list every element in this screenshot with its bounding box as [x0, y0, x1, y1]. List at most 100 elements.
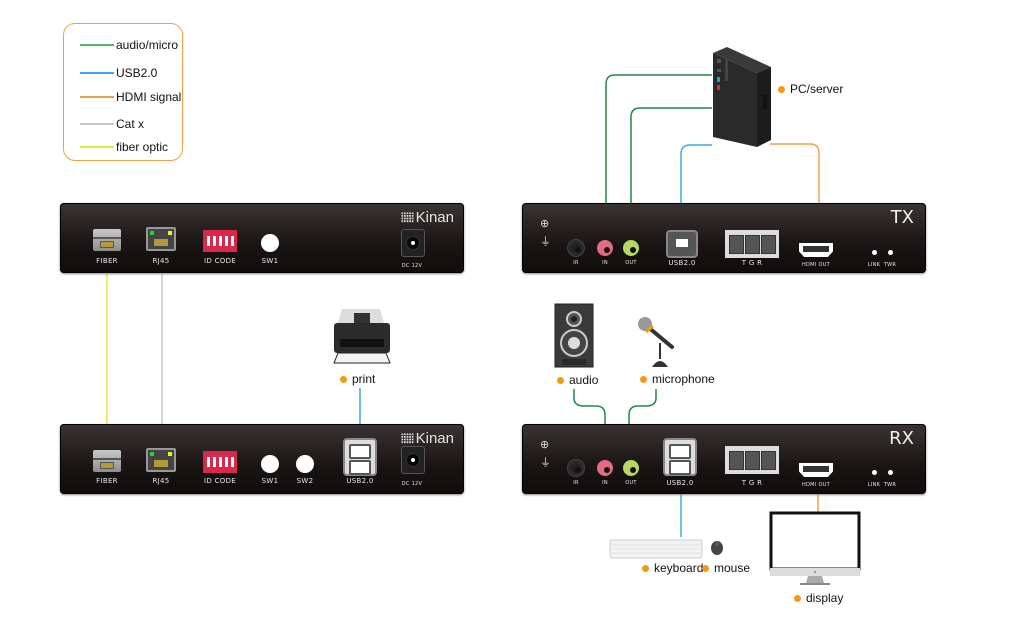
bullet-icon — [778, 85, 785, 93]
link-led — [872, 470, 877, 475]
id-code-switch[interactable] — [203, 451, 237, 473]
audio-out-jack[interactable] — [623, 240, 639, 256]
legend-item-fiber: fiber optic — [80, 140, 168, 154]
ir-jack[interactable] — [568, 460, 584, 476]
legend-item-audio: audio/micro — [80, 38, 178, 52]
tx-unit: TX ⊕ ⏚ IR IN OUT USB2.0 T G R HDMI OUT L… — [522, 203, 926, 273]
link-label: LINK — [867, 482, 881, 488]
keyboard-icon — [609, 539, 703, 559]
logo-grid-icon — [400, 433, 414, 444]
logo-grid-icon — [400, 212, 414, 223]
tgr-terminal[interactable] — [725, 446, 779, 474]
dc-power-label: DC 12V — [401, 263, 423, 269]
bullet-icon — [640, 375, 647, 383]
fiber-port[interactable] — [93, 450, 121, 472]
plus-icon: ⊕ — [540, 439, 550, 451]
rj45-port-label: RJ45 — [152, 257, 170, 265]
hdmi-out-label: HDMI OUT — [801, 482, 831, 488]
usb2-label: USB2.0 — [666, 479, 694, 487]
bullet-icon — [642, 564, 649, 572]
twr-label: TWR — [883, 262, 897, 268]
tgr-label: T G R — [741, 479, 763, 487]
rj45-port[interactable] — [146, 227, 176, 251]
legend: audio/micro USB2.0 HDMI signal Cat x fib… — [63, 23, 183, 161]
tx-title: TX — [890, 207, 914, 228]
audio-out-label: OUT — [625, 480, 637, 486]
usb2-dual-port[interactable] — [663, 438, 697, 476]
legend-label: Cat x — [116, 117, 145, 131]
bullet-icon — [702, 564, 709, 572]
dc-power-label: DC 12V — [401, 481, 423, 487]
bullet-icon — [557, 376, 564, 384]
legend-label: fiber optic — [116, 140, 169, 154]
twr-label: TWR — [883, 482, 897, 488]
twr-led — [888, 250, 893, 255]
id-code-switch[interactable] — [203, 230, 237, 252]
speaker-icon — [554, 303, 594, 368]
hdmi-out-port[interactable] — [799, 243, 833, 257]
audio-in-label: IN — [602, 260, 608, 266]
fiber-port-label: FIBER — [96, 477, 118, 485]
extender-bottom: Kinan FIBER RJ45 ID CODE SW1 SW2 USB2.0 … — [60, 424, 464, 494]
tgr-terminal[interactable] — [725, 230, 779, 258]
pc-audio-in-wire — [605, 74, 712, 205]
pc-server-caption: PC/server — [778, 82, 843, 96]
pc-audio-out-wire — [630, 107, 712, 205]
hdmi-out-port[interactable] — [799, 463, 833, 477]
sw1-button[interactable] — [261, 234, 279, 252]
ir-jack[interactable] — [568, 240, 584, 256]
print-caption: print — [340, 372, 375, 386]
ground-icon: ⏚ — [540, 236, 551, 248]
legend-label: audio/micro — [116, 38, 179, 52]
dc-power-port[interactable] — [401, 446, 425, 474]
caption-text: display — [806, 591, 844, 605]
brand-logo: Kinan — [400, 209, 454, 226]
rj45-port[interactable] — [146, 448, 176, 472]
audio-out-jack[interactable] — [623, 460, 639, 476]
ground-icon: ⏚ — [540, 457, 551, 469]
audio-in-jack[interactable] — [597, 460, 613, 476]
pc-hdmi-wire — [770, 143, 820, 205]
bullet-icon — [794, 594, 801, 602]
twr-led — [888, 470, 893, 475]
mouse-icon — [711, 541, 723, 555]
caption-text: keyboard — [654, 561, 704, 575]
link-led — [872, 250, 877, 255]
pc-usb-wire — [680, 144, 712, 205]
caption-text: PC/server — [790, 82, 844, 96]
microphone-icon — [638, 317, 674, 367]
sw2-button[interactable] — [296, 455, 314, 473]
legend-item-hdmi: HDMI signal — [80, 90, 181, 104]
ir-label: IR — [573, 260, 579, 266]
legend-item-cat: Cat x — [80, 117, 144, 131]
usb2-label: USB2.0 — [346, 477, 374, 485]
audio-out-label: OUT — [625, 260, 637, 266]
caption-text: audio — [569, 373, 599, 387]
sw1-label: SW1 — [261, 257, 279, 265]
microphone-caption: microphone — [640, 372, 715, 386]
id-code-label: ID CODE — [204, 477, 236, 485]
fiber-port[interactable] — [93, 229, 121, 251]
sw1-label: SW1 — [261, 477, 279, 485]
ir-label: IR — [573, 480, 579, 486]
fiber-port-label: FIBER — [96, 257, 118, 265]
legend-label: HDMI signal — [116, 90, 182, 104]
display-icon — [769, 511, 861, 585]
brand-name: Kinan — [415, 209, 454, 226]
id-code-label: ID CODE — [204, 257, 236, 265]
rj45-port-label: RJ45 — [152, 477, 170, 485]
legend-item-usb: USB2.0 — [80, 66, 157, 80]
pc-tower-icon — [713, 47, 771, 147]
mouse-caption: mouse — [702, 561, 750, 575]
usb2-dual-port[interactable] — [343, 438, 377, 476]
audio-in-jack[interactable] — [597, 240, 613, 256]
hdmi-out-label: HDMI OUT — [801, 262, 831, 268]
sw1-button[interactable] — [261, 455, 279, 473]
caption-text: microphone — [652, 372, 715, 386]
plus-icon: ⊕ — [540, 218, 550, 230]
usb-b-port[interactable] — [666, 230, 698, 258]
rx-title: RX — [889, 428, 914, 449]
dc-power-port[interactable] — [401, 229, 425, 257]
link-label: LINK — [867, 262, 881, 268]
usb2-label: USB2.0 — [668, 259, 696, 267]
